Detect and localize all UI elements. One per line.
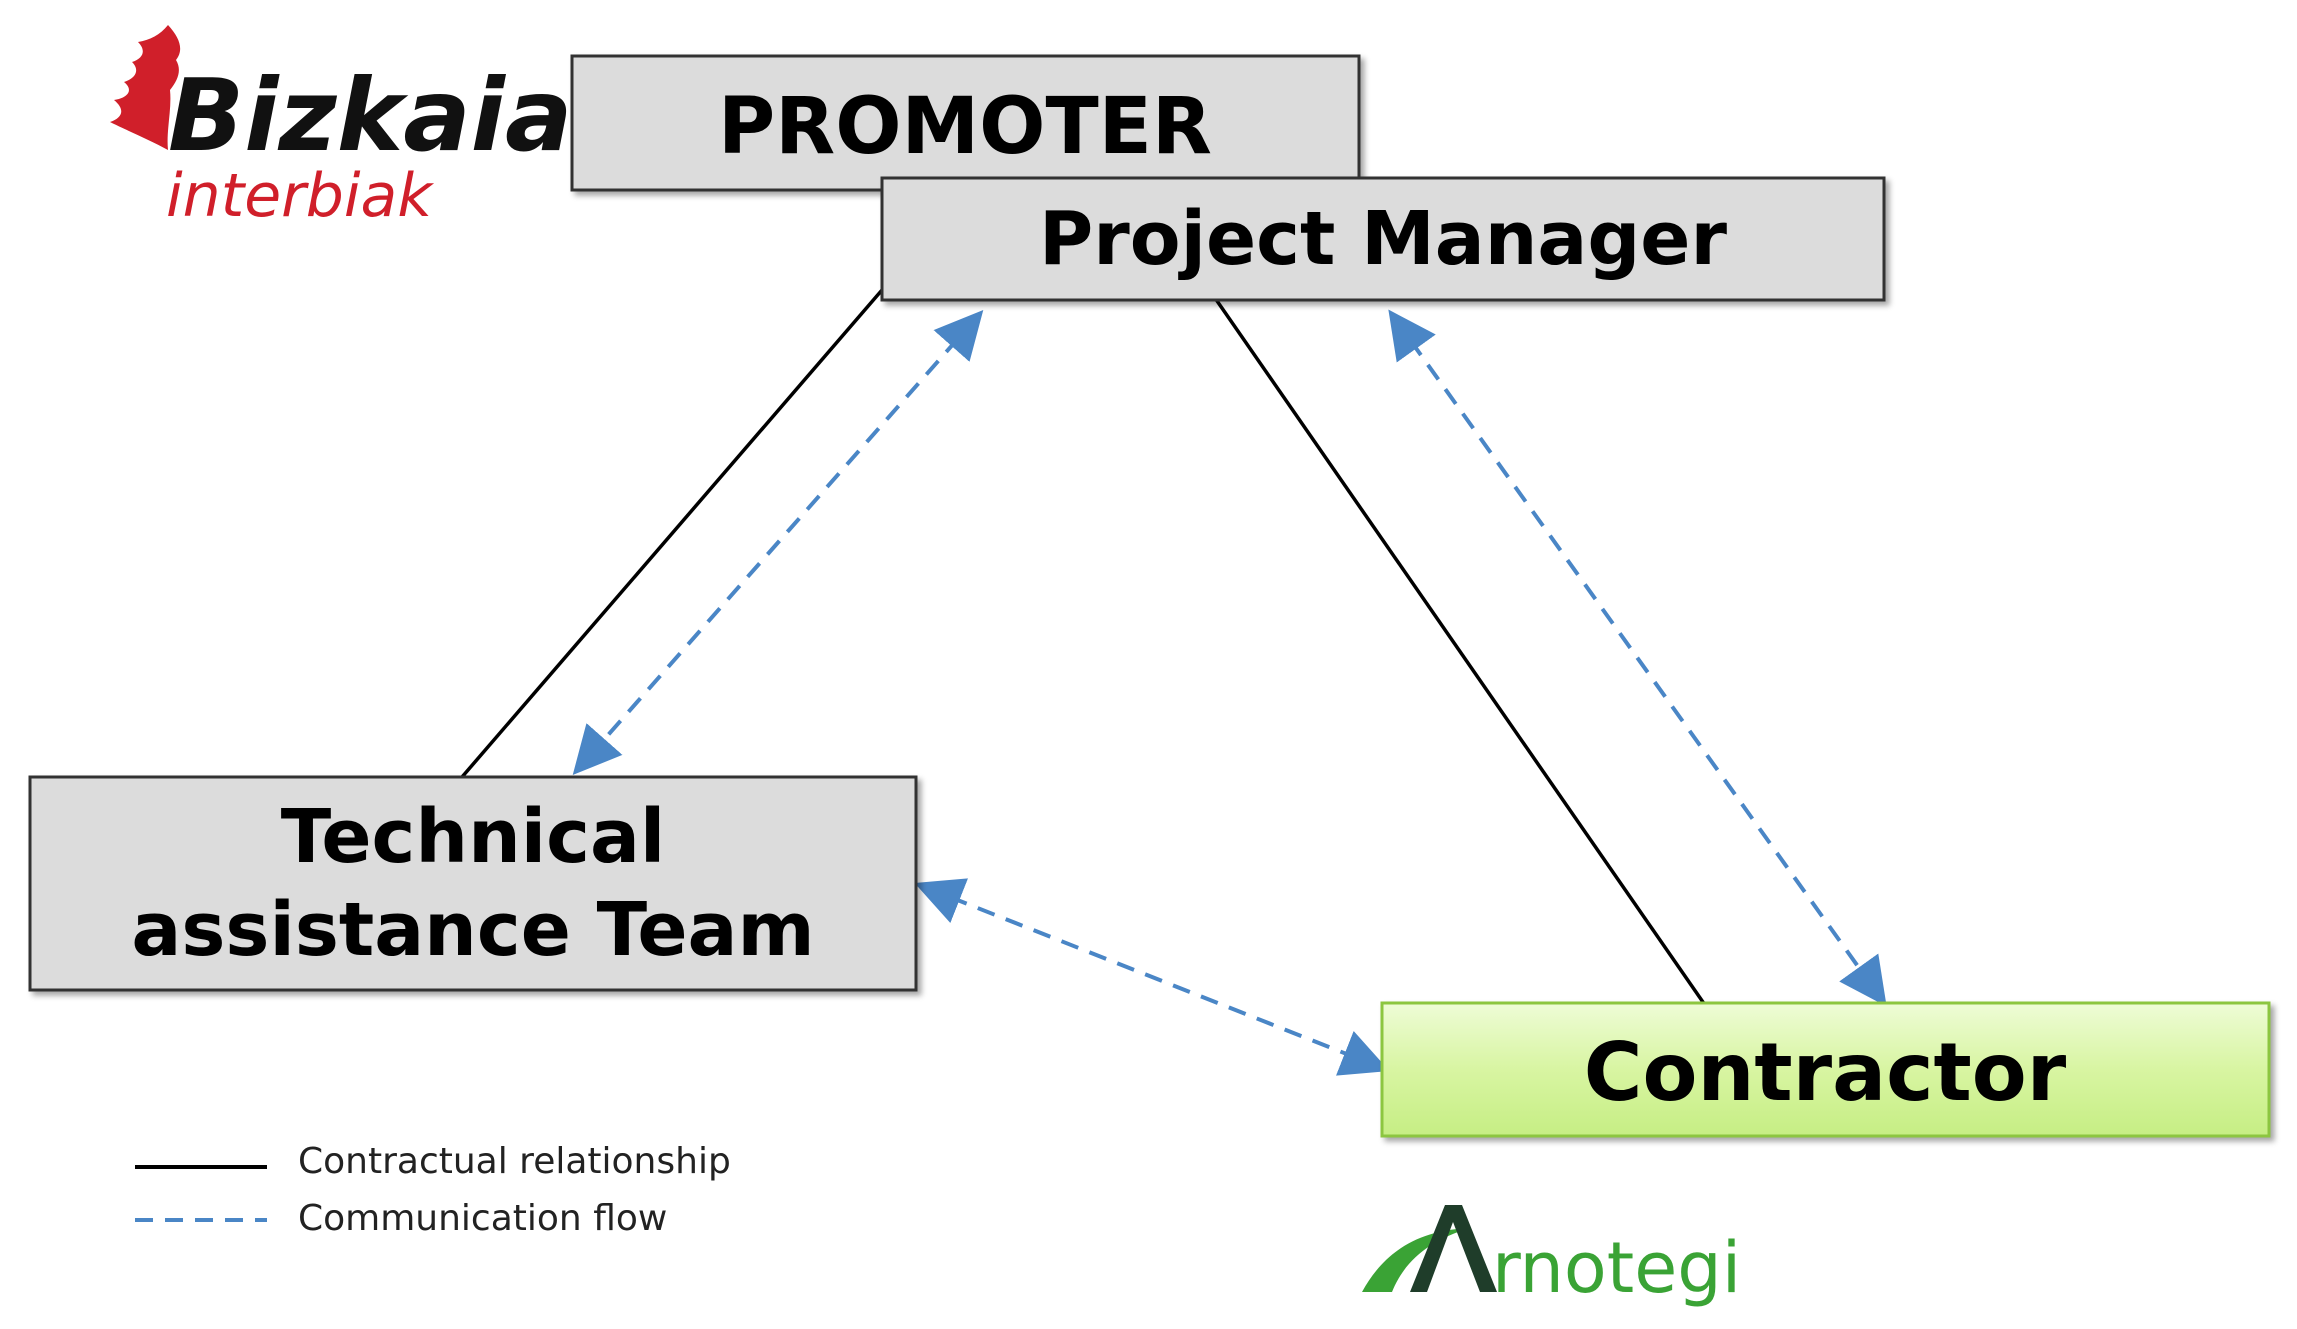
arnotegi-swoosh-icon xyxy=(1362,1228,1470,1292)
arnotegi-mark-icon xyxy=(1410,1205,1497,1292)
technical-team-label-line1: Technical xyxy=(281,794,666,880)
bizkaia-interbiak-logo: Bizkaia interbiak xyxy=(110,25,572,231)
communication-flow-pm-contractor xyxy=(1388,309,1887,1007)
contractor-label: Contractor xyxy=(1584,1026,2067,1119)
communication-flow-pm-technical xyxy=(572,310,984,775)
contractual-line-pm-contractor xyxy=(1213,297,1707,1006)
arnotegi-logo-visible: rnotegi xyxy=(1492,1227,1741,1309)
interbiak-logo-text: interbiak xyxy=(166,161,434,231)
bizkaia-logo-text: Bizkaia xyxy=(168,57,572,174)
promoter-node: PROMOTER xyxy=(570,54,1361,192)
contractor-node: Contractor xyxy=(1380,1001,2271,1138)
promoter-label: PROMOTER xyxy=(718,82,1212,172)
technical-team-node: Technical assistance Team xyxy=(28,775,918,992)
project-manager-label: Project Manager xyxy=(1039,196,1727,282)
legend: Contractual relationship Communication f… xyxy=(135,1141,731,1239)
contractual-line-pm-technical xyxy=(460,288,884,779)
oak-leaf-icon xyxy=(110,25,181,150)
legend-contractual-label: Contractual relationship xyxy=(298,1141,731,1182)
legend-communication-label: Communication flow xyxy=(298,1198,667,1239)
project-manager-node: Project Manager xyxy=(880,176,1886,302)
arnotegi-logo: Arnotegi rnotegi xyxy=(1362,1205,1741,1309)
communication-flow-technical-contractor xyxy=(914,878,1390,1076)
technical-team-label-line2: assistance Team xyxy=(131,887,814,973)
